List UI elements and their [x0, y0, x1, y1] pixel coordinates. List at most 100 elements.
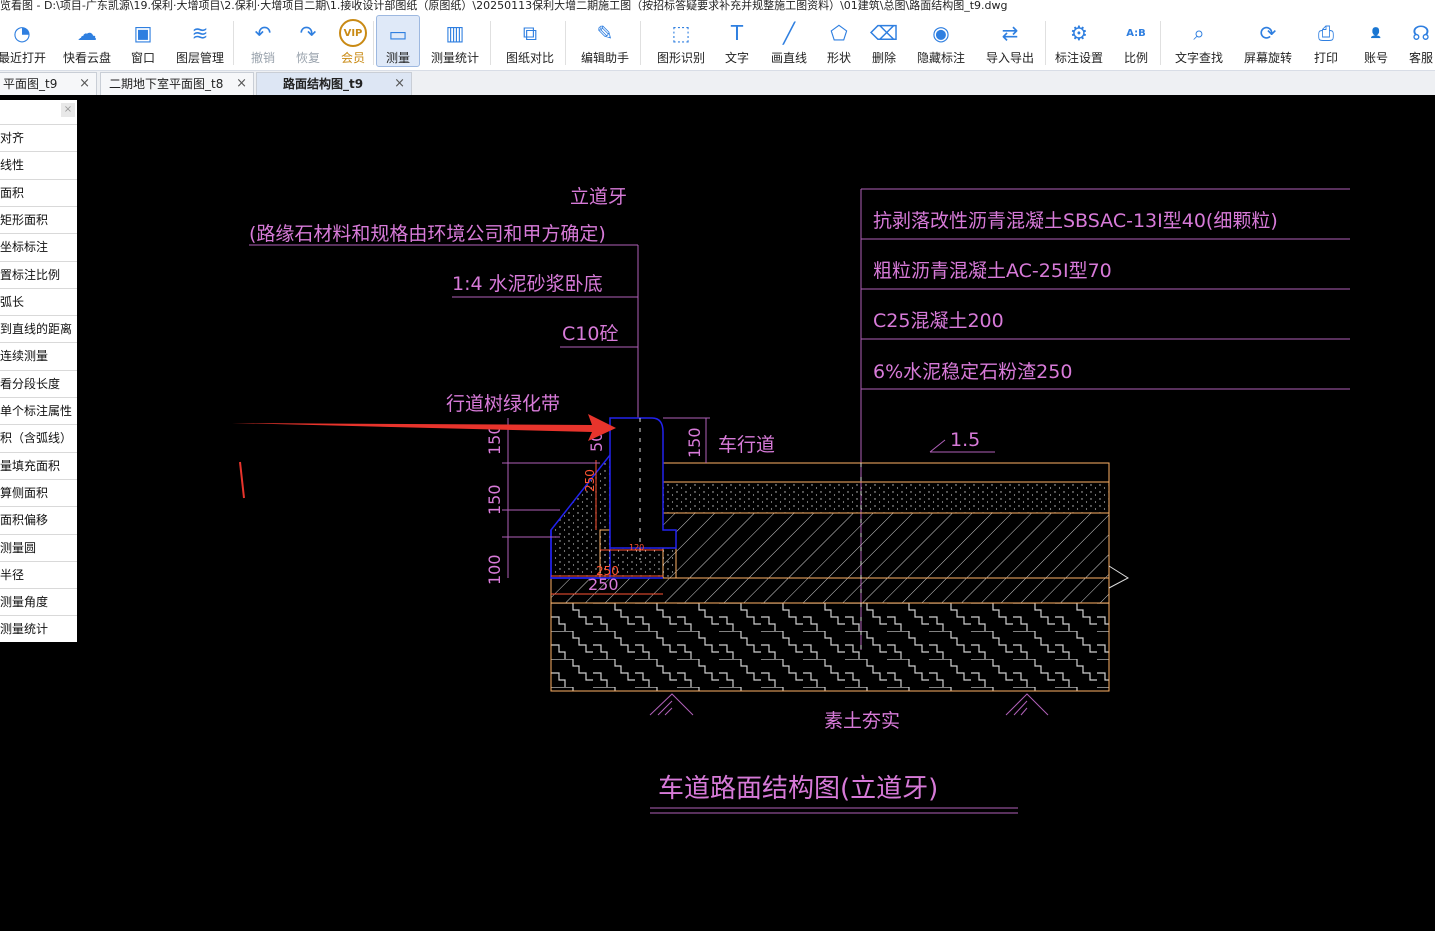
layer-label-4: 6%水泥稳定石粉渣250 — [873, 361, 1072, 383]
line-icon: ╱ — [782, 21, 796, 45]
measure-tool-item[interactable]: 线性 — [0, 151, 77, 179]
toolbar-button-label: 图纸对比 — [505, 51, 554, 65]
document-tab-bar: 平面图_t9 × 二期地下室平面图_t8 × 路面结构图_t9 × — [0, 71, 1435, 95]
shape-icon: ⬠ — [830, 21, 848, 45]
toolbar-button-annotation-settings[interactable]: ⚙标注设置 — [1051, 15, 1107, 67]
layer-label-3: C25混凝土200 — [873, 310, 1004, 332]
toolbar-button-shape-recognize[interactable]: ⬚图形识别 — [653, 15, 709, 67]
dim-150-right: 150 — [685, 427, 704, 458]
dim-150-top: 150 — [485, 424, 504, 455]
measure-tool-item[interactable]: 测量角度 — [0, 588, 77, 616]
cloud-icon: ☁ — [77, 21, 97, 45]
user-icon: 👤 — [1369, 27, 1383, 39]
dim-100: 100 — [485, 554, 504, 585]
measure-tool-item[interactable]: 对齐 — [0, 124, 77, 151]
toolbar-button-label: 快看云盘 — [62, 51, 111, 65]
toolbar-button-label: 会员 — [340, 51, 365, 65]
tab-pavement-structure[interactable]: 路面结构图_t9 × — [256, 72, 412, 95]
toolbar-button-label: 标注设置 — [1054, 51, 1103, 65]
headset-icon: ☊ — [1412, 21, 1430, 45]
measure-tool-item[interactable]: 积（含弧线） — [0, 424, 77, 452]
toolbar-separator — [490, 21, 491, 65]
measure-tool-item[interactable]: 半径 — [0, 560, 77, 588]
toolbar-button-edit-assistant[interactable]: ✎编辑助手 — [579, 15, 631, 67]
measure-tool-item[interactable]: 测量圆 — [0, 533, 77, 561]
toolbar-button-compare[interactable]: ⧉ 图纸对比 — [504, 15, 556, 67]
toolbar-button-cloud[interactable]: ☁ 快看云盘 — [61, 15, 113, 67]
measure-tool-item[interactable]: 量填充面积 — [0, 451, 77, 479]
stats-icon: ▥ — [445, 21, 465, 45]
c10-concrete-label: C10砼 — [562, 323, 618, 345]
measure-tool-item[interactable]: 连续测量 — [0, 342, 77, 370]
annotation-arrow[interactable] — [232, 414, 616, 441]
toolbar-button-label: 比例 — [1123, 51, 1148, 65]
toolbar-button-eye-hide[interactable]: ◉隐藏标注 — [913, 15, 969, 67]
toolbar-button-label: 删除 — [871, 51, 896, 65]
toolbar-button-redo[interactable]: ↷恢复 — [290, 15, 326, 67]
dim-250-vertical: 250 — [583, 469, 597, 492]
toolbar-button-vip[interactable]: VIP 会员 — [335, 15, 371, 67]
measure-tool-item[interactable]: 到直线的距离 — [0, 315, 77, 343]
text-icon: T — [730, 21, 744, 45]
toolbar-button-printer[interactable]: ⎙打印 — [1308, 15, 1344, 67]
toolbar-button-headset[interactable]: ☊ 客服 — [1403, 15, 1435, 67]
toolbar-button-import-export[interactable]: ⇄导入导出 — [982, 15, 1038, 67]
tab-basement-plan[interactable]: 二期地下室平面图_t8 × — [100, 72, 254, 95]
toolbar-button-label: 图形识别 — [656, 51, 705, 65]
dim-150-mid: 150 — [485, 484, 504, 515]
annotation-stroke — [239, 461, 245, 499]
close-icon[interactable]: × — [394, 76, 405, 91]
cad-drawing-canvas[interactable]: 立道牙 (路缘石材料和规格由环境公司和甲方确定) 1:4 水泥砂浆卧底 C10砼… — [0, 95, 1435, 927]
slope-label: 1.5 — [950, 429, 980, 451]
leader-lines-left — [249, 244, 639, 418]
compare-icon: ⧉ — [522, 21, 538, 45]
toolbar-button-label: 打印 — [1313, 51, 1338, 65]
cad-drawing[interactable]: 立道牙 (路缘石材料和规格由环境公司和甲方确定) 1:4 水泥砂浆卧底 C10砼… — [0, 95, 1435, 927]
toolbar-button-shape[interactable]: ⬠形状 — [821, 15, 857, 67]
measure-tool-item[interactable]: 矩形面积 — [0, 205, 77, 233]
dim-250-bottom-a: 250 — [596, 564, 619, 578]
eraser-icon: ⌫ — [869, 21, 899, 45]
close-icon[interactable]: × — [79, 76, 90, 91]
toolbar-button-eraser[interactable]: ⌫ 删除 — [866, 15, 902, 67]
ruler-icon: ▭ — [388, 21, 408, 46]
window-title: 览看图 - D:\项目-广东凯源\19.保利·大增项目\2.保利·大增项目二期\… — [0, 0, 1008, 12]
toolbar-button-user[interactable]: 👤账号 — [1358, 15, 1394, 67]
dimension-texts-red: 250 250 120 — [583, 469, 644, 578]
vip-icon: VIP — [339, 19, 367, 47]
measure-tool-item[interactable]: 坐标标注 — [0, 233, 77, 261]
toolbar-button-label: 客服 — [1408, 51, 1433, 65]
toolbar-button-label: 屏幕旋转 — [1243, 51, 1292, 65]
measure-tool-item[interactable]: 弧长 — [0, 287, 77, 315]
tab-label: 二期地下室平面图_t8 — [109, 77, 224, 91]
layer-label-2: 粗粒沥青混凝土AC-25Ⅰ型70 — [873, 260, 1112, 282]
toolbar-button-label: 测量统计 — [430, 51, 479, 65]
toolbar-button-layers[interactable]: ≋图层管理 — [172, 15, 228, 67]
close-icon[interactable]: × — [236, 76, 247, 91]
ground-compaction-symbols — [649, 693, 1049, 716]
toolbar-button-rotate-screen[interactable]: ⟳屏幕旋转 — [1240, 15, 1296, 67]
measure-tool-item[interactable]: 单个标注属性 — [0, 397, 77, 424]
measure-tool-item[interactable]: 测量统计 — [0, 615, 77, 643]
toolbar-button-label: 恢复 — [295, 51, 320, 65]
measure-tool-item[interactable]: 算侧面积 — [0, 478, 77, 506]
tab-plan[interactable]: 平面图_t9 × — [0, 72, 97, 95]
toolbar-button-text-search[interactable]: ⌕文字查找 — [1171, 15, 1227, 67]
measure-tool-item[interactable]: 置标注比例 — [0, 260, 77, 288]
edit-assistant-icon: ✎ — [596, 21, 614, 45]
toolbar-button-label: 导入导出 — [985, 51, 1034, 65]
toolbar-button-undo[interactable]: ↶撤销 — [245, 15, 281, 67]
toolbar-button-line[interactable]: ╱画直线 — [767, 15, 811, 67]
measure-tool-item[interactable]: 面积偏移 — [0, 506, 77, 534]
measure-tool-item[interactable]: 面积 — [0, 178, 77, 206]
main-toolbar: ◔最近打开 ☁ 快看云盘 ▣窗口 ≋图层管理 ↶撤销↷恢复 VIP 会员 ▭测量 ▥ 测量统计 ⧉ 图纸… — [0, 13, 1435, 71]
measure-tool-item[interactable]: 看分段长度 — [0, 369, 77, 397]
toolbar-button-clock[interactable]: ◔最近打开 — [0, 15, 46, 67]
close-icon[interactable]: × — [61, 103, 75, 117]
toolbar-button-stats[interactable]: ▥ 测量统计 — [429, 15, 481, 67]
toolbar-button-window[interactable]: ▣窗口 — [127, 15, 159, 67]
dimension-lines-magenta — [502, 417, 995, 578]
toolbar-button-ruler[interactable]: ▭测量 — [376, 15, 420, 67]
